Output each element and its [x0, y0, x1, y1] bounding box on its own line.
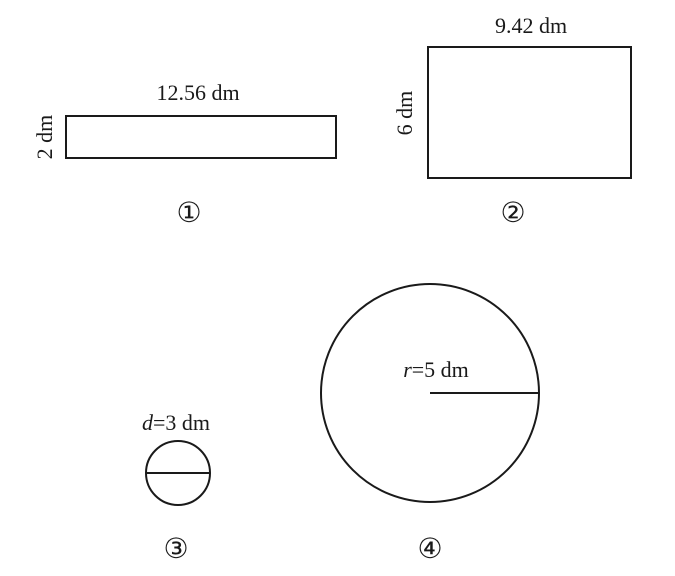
radius-value: =5 dm: [412, 357, 469, 382]
diameter-variable: d: [142, 410, 154, 435]
figure-1-number: ①: [176, 196, 201, 229]
rectangle-2: [427, 46, 632, 179]
figure-2-number: ②: [500, 196, 525, 229]
rectangle-1-width-label: 12.56 dm: [156, 80, 239, 105]
figure-3: d=3 dm ③: [142, 410, 211, 565]
circle-4-radius-label: r=5 dm: [403, 357, 469, 382]
rectangle-1: [65, 115, 337, 159]
rectangle-2-height-label: 6 dm: [392, 91, 417, 136]
figure-3-number: ③: [163, 532, 188, 565]
figure-2: 9.42 dm 6 dm ②: [392, 13, 632, 229]
radius-variable: r: [403, 357, 412, 382]
rectangle-2-width-label: 9.42 dm: [495, 13, 567, 38]
diameter-value: =3 dm: [153, 410, 210, 435]
rectangle-1-height-label: 2 dm: [32, 115, 57, 160]
figure-1: 12.56 dm 2 dm ①: [32, 80, 337, 229]
figure-4-number: ④: [417, 532, 442, 565]
figure-4: r=5 dm ④: [320, 283, 540, 565]
circle-3-diameter-label: d=3 dm: [142, 410, 210, 435]
